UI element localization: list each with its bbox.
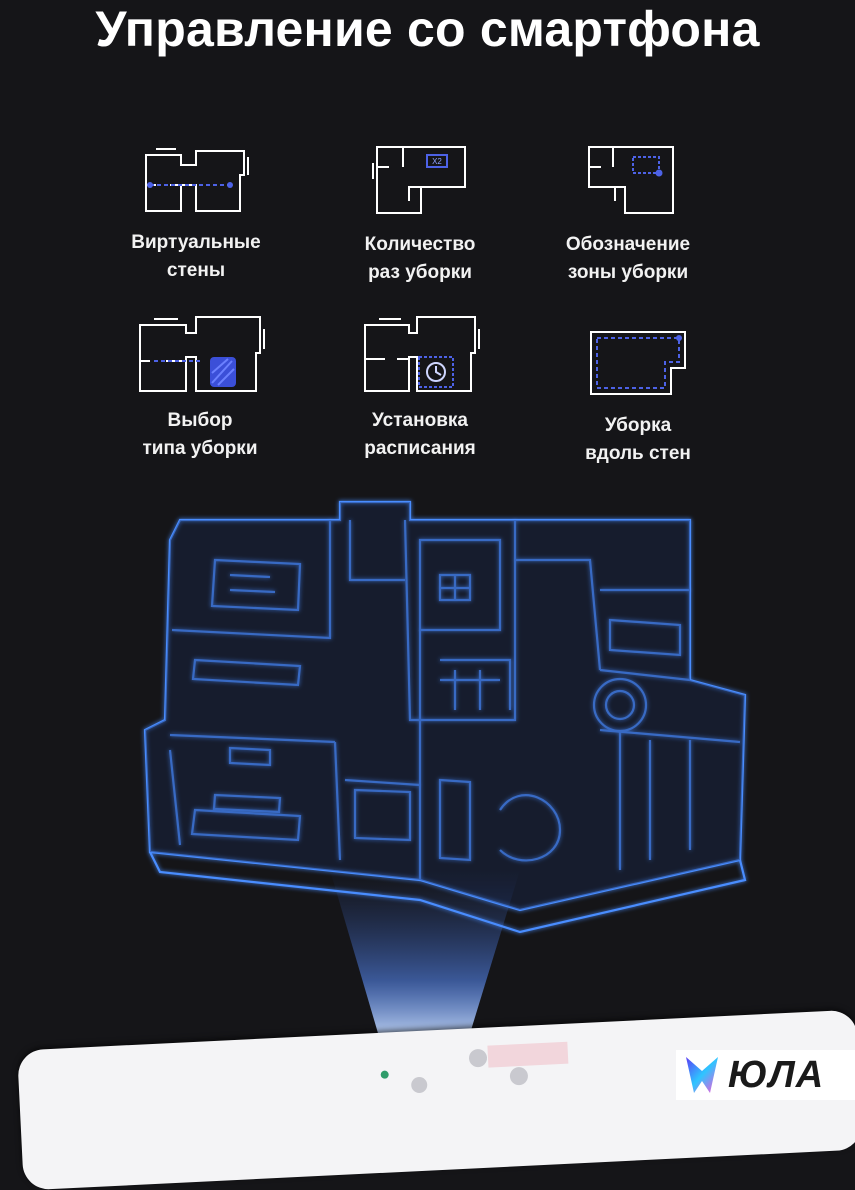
virtual-walls-icon: [145, 148, 249, 212]
page-title: Управление со смартфона: [95, 1, 760, 57]
yula-logo: ЮЛА: [676, 1050, 855, 1100]
floor-plan-floor: [145, 502, 745, 910]
cleaning-type-icon: [139, 316, 265, 392]
phone-map-preview: [380, 1041, 569, 1093]
smartphone: [17, 1009, 855, 1190]
schedule-icon: [364, 316, 480, 392]
floor-plan-walls: [143, 500, 747, 934]
yula-logo-icon: [686, 1057, 718, 1093]
yula-logo-text: ЮЛА: [728, 1054, 825, 1096]
wall-cleaning-icon: [590, 331, 686, 395]
cleaning-count-icon: X2: [372, 146, 466, 214]
projector-beam: [330, 870, 520, 1040]
cleaning-zone-icon: [588, 146, 674, 214]
hologram-floor-plan: [143, 500, 747, 1040]
count-badge: X2: [432, 157, 442, 166]
